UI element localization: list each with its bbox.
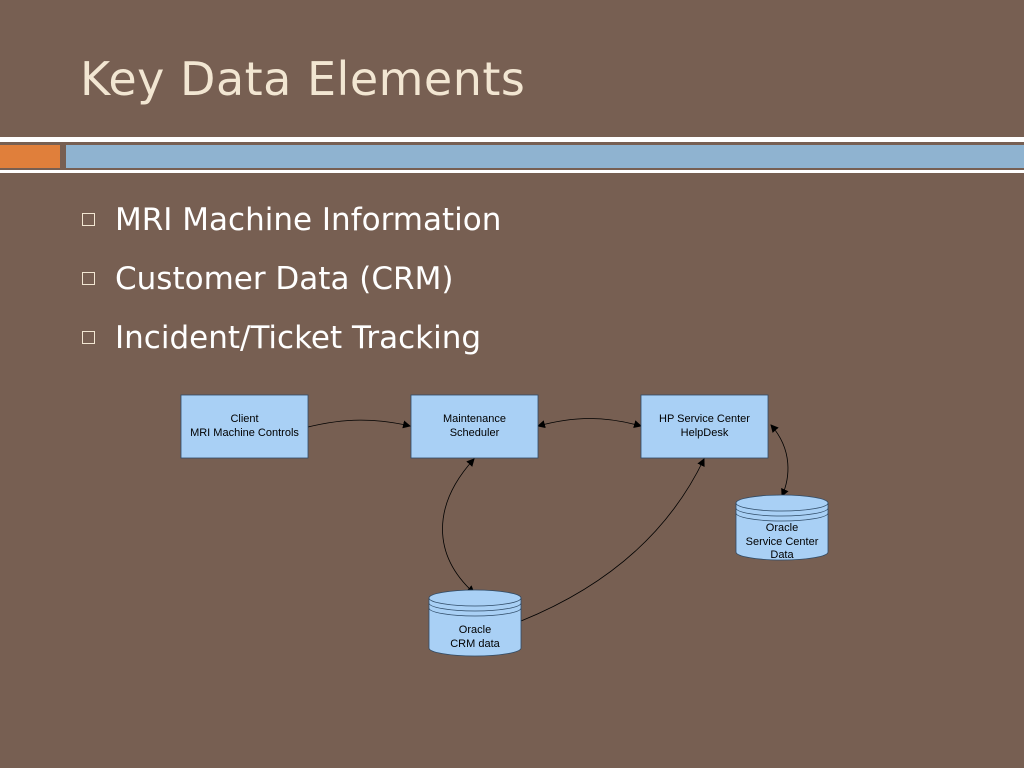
connector-helpdesk-scdata <box>770 424 789 497</box>
header-rule-bottom <box>0 170 1024 173</box>
client-node: Client MRI Machine Controls <box>180 394 309 459</box>
sc-db-line3: Data <box>770 549 794 561</box>
helpdesk-node: HP Service Center HelpDesk <box>640 394 769 459</box>
scheduler-node-line2: Scheduler <box>450 427 500 439</box>
slide-title: Key Data Elements <box>80 52 526 106</box>
helpdesk-node-line2: HelpDesk <box>681 427 729 439</box>
bullet-item: Incident/Ticket Tracking <box>82 308 501 367</box>
header-accent-orange <box>0 145 60 168</box>
crm-db-line2: CRM data <box>450 638 500 650</box>
header-accent-blue <box>66 145 1024 168</box>
bullet-item: MRI Machine Information <box>82 190 501 249</box>
square-bullet-icon <box>82 213 95 226</box>
header-rule-top <box>0 137 1024 142</box>
helpdesk-node-line1: HP Service Center <box>659 413 750 425</box>
connector-crm-helpdesk <box>520 458 705 622</box>
connector-scheduler-crm <box>442 458 475 594</box>
crm-db-line1: Oracle <box>459 624 491 636</box>
client-node-line2: MRI Machine Controls <box>190 427 299 439</box>
square-bullet-icon <box>82 331 95 344</box>
bullet-list: MRI Machine Information Customer Data (C… <box>82 190 501 367</box>
sc-db-line1: Oracle <box>766 522 798 534</box>
scheduler-node: Maintenance Scheduler <box>410 394 539 459</box>
service-center-database-icon: Oracle Service Center Data <box>735 494 829 561</box>
square-bullet-icon <box>82 272 95 285</box>
bullet-text: Customer Data (CRM) <box>115 260 454 297</box>
client-node-line1: Client <box>230 413 258 425</box>
bullet-text: Incident/Ticket Tracking <box>115 319 482 356</box>
bullet-item: Customer Data (CRM) <box>82 249 501 308</box>
crm-database-icon: Oracle CRM data <box>428 589 522 657</box>
sc-db-line2: Service Center <box>746 536 819 548</box>
bullet-text: MRI Machine Information <box>115 201 502 238</box>
connector-client-scheduler <box>307 419 411 429</box>
scheduler-node-line1: Maintenance <box>443 413 506 425</box>
connector-scheduler-helpdesk <box>537 418 642 429</box>
